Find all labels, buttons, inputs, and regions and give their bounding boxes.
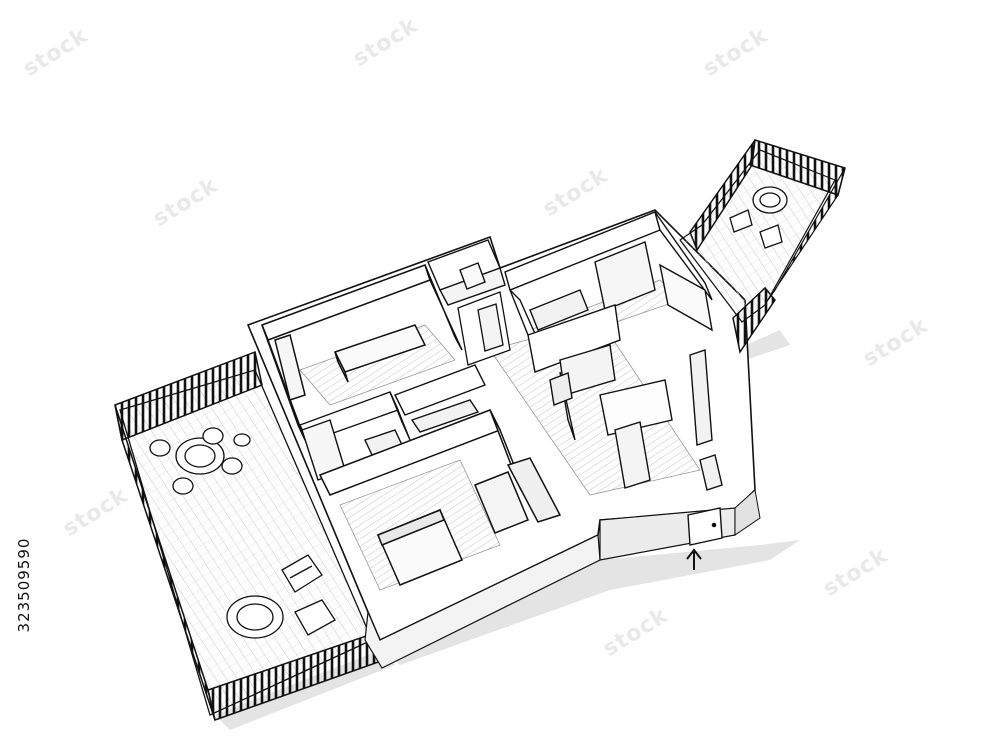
bedroom-top [261, 264, 463, 441]
right-balcony [679, 139, 846, 354]
up-arrow-icon [686, 548, 702, 570]
left-terrace-table-set-bottom [226, 554, 336, 639]
image-id-label: 323509590 [15, 537, 33, 633]
entrance-door [687, 507, 723, 546]
kitchen-living [504, 211, 723, 491]
right-balcony-table-set [729, 186, 788, 249]
bathroom-center [299, 364, 486, 481]
left-terrace-table-set-top [149, 427, 251, 495]
wc-room [427, 239, 506, 306]
bedroom-bottom [318, 409, 562, 586]
hallway [457, 291, 511, 366]
